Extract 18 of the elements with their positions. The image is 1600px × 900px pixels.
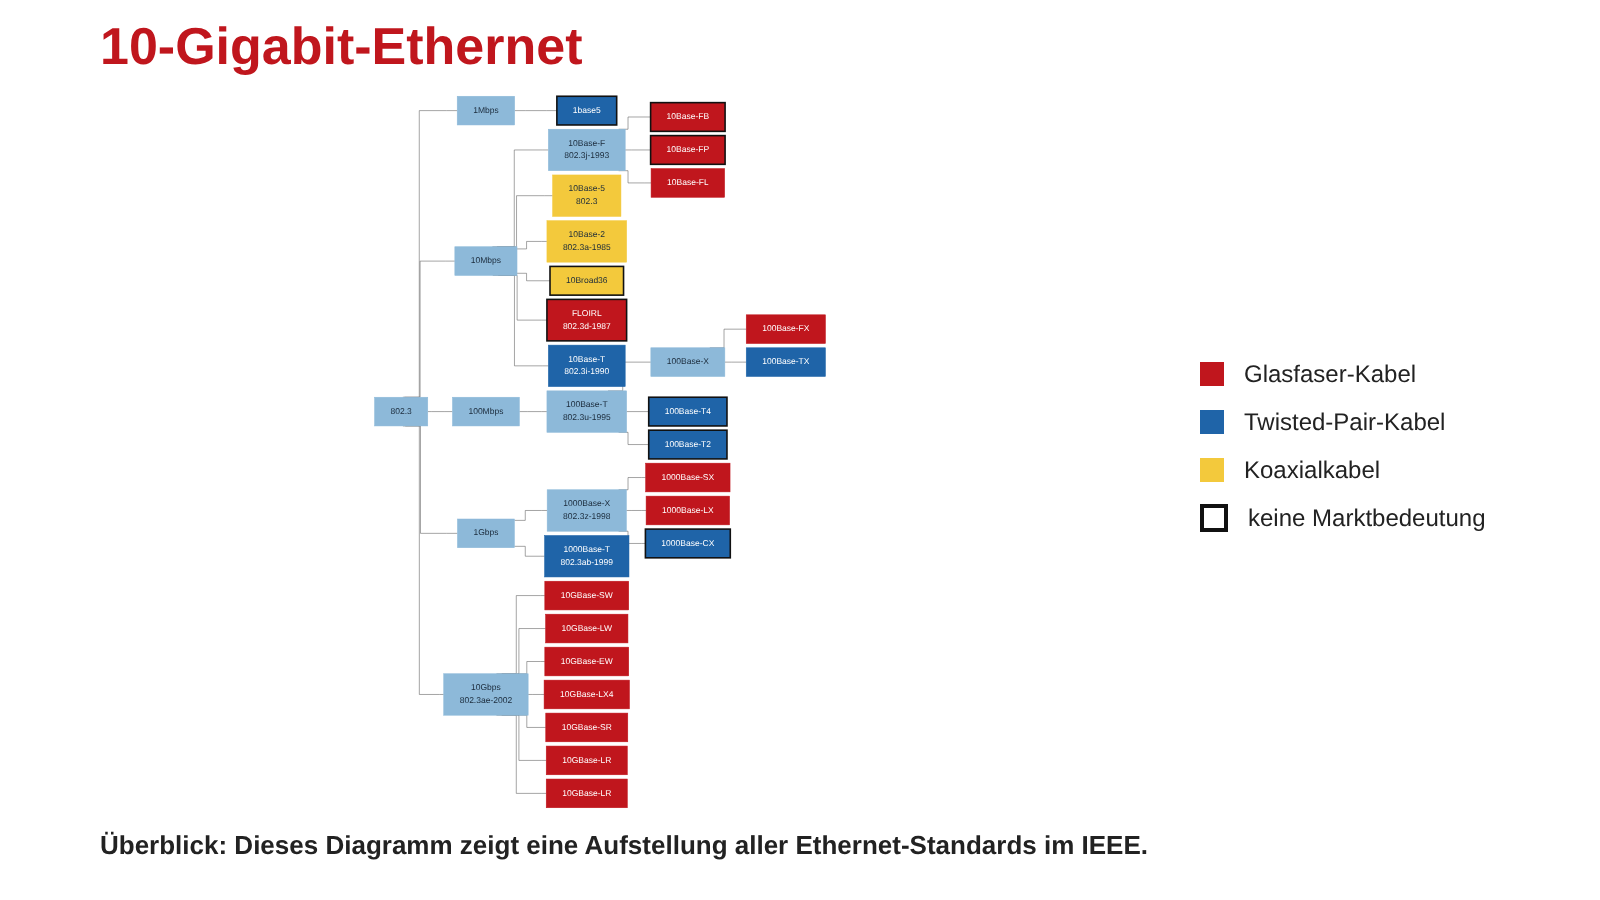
connector — [427, 411, 453, 412]
legend-label: Glasfaser-Kabel — [1244, 360, 1417, 388]
connector — [514, 546, 545, 557]
caption: Überblick: Dieses Diagramm zeigt eine Aufstellung aller Ethernet-Standards im IEEE. — [100, 830, 1148, 860]
connector — [527, 694, 545, 695]
connector — [516, 241, 548, 250]
connector — [624, 149, 651, 151]
connector — [514, 110, 558, 111]
connector — [724, 361, 747, 363]
connector — [519, 411, 548, 412]
connector — [514, 510, 548, 521]
legend-label: Twisted-Pair-Kabel — [1244, 408, 1446, 436]
connector — [626, 411, 649, 412]
connector — [516, 273, 551, 282]
legend-label: Koaxialkabel — [1244, 456, 1381, 484]
connector — [626, 510, 647, 511]
diagram-title: 10-Gigabit-Ethernet — [100, 16, 583, 78]
legend-label: keine Marktbedeutung — [1248, 504, 1486, 532]
